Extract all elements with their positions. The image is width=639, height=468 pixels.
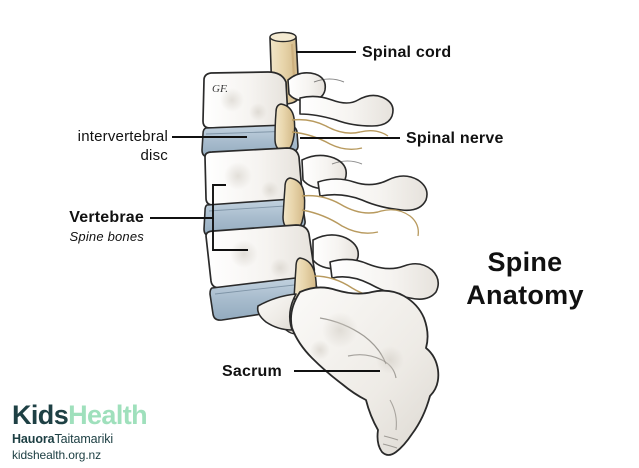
- label-vertebrae-subtitle: Spine bones: [69, 228, 144, 244]
- leader-vertebrae-bracket: [150, 184, 226, 219]
- artist-signature: GF.: [212, 83, 228, 95]
- page-title-line2: Anatomy: [466, 279, 584, 310]
- label-spinal-cord: Spinal cord: [362, 44, 452, 61]
- label-intervertebral-disc-line1: intervertebral: [77, 128, 168, 145]
- leader-lines: [150, 51, 400, 372]
- vertebra-1: [202, 71, 394, 129]
- kidshealth-logo[interactable]: KidsHealth HauoraTaitamariki kidshealth.…: [12, 402, 192, 462]
- logo-wordmark: KidsHealth: [12, 402, 192, 429]
- page-title: Spine Anatomy: [425, 246, 625, 312]
- logo-health-text: Health: [68, 400, 148, 430]
- logo-maori-bold: Hauora: [12, 432, 55, 446]
- label-vertebrae-main: Vertebrae: [69, 209, 144, 226]
- label-intervertebral-disc-line2: disc: [140, 146, 168, 164]
- label-sacrum: Sacrum: [222, 363, 282, 380]
- page-title-line1: Spine: [487, 247, 563, 277]
- vertebra-2: [204, 147, 428, 212]
- label-spinal-nerve: Spinal nerve: [406, 130, 504, 147]
- leader-vertebrae-bracket-lower: [212, 218, 248, 251]
- label-vertebrae: Vertebrae Spine bones: [24, 209, 144, 244]
- logo-url[interactable]: kidshealth.org.nz: [12, 447, 102, 462]
- label-intervertebral-disc: intervertebral disc: [16, 128, 168, 166]
- logo-maori-tagline: HauoraTaitamariki: [12, 432, 192, 447]
- logo-maori-rest: Taitamariki: [54, 432, 114, 446]
- vertebra-3: [205, 224, 440, 300]
- logo-kids-text: Kids: [12, 400, 69, 430]
